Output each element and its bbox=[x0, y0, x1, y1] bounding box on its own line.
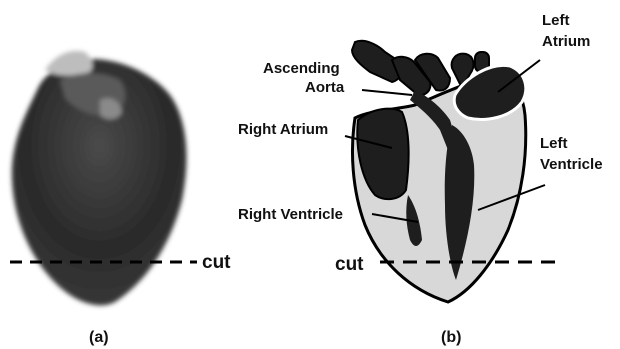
label-left-ventricle-2: Ventricle bbox=[540, 156, 603, 173]
label-right-ventricle: Right Ventricle bbox=[238, 206, 343, 223]
label-ascending-aorta-2: Aorta bbox=[305, 79, 345, 96]
leader-ascending-aorta bbox=[362, 90, 412, 95]
panel-b-caption: (b) bbox=[441, 329, 461, 346]
cut-label-a: cut bbox=[202, 252, 231, 273]
panel-a-caption: (a) bbox=[89, 329, 109, 346]
label-left-ventricle-1: Left bbox=[540, 135, 568, 152]
label-left-atrium-1: Left bbox=[542, 12, 570, 29]
label-left-atrium-2: Atrium bbox=[542, 33, 590, 50]
heart-photo bbox=[12, 51, 187, 306]
label-right-atrium: Right Atrium bbox=[238, 121, 328, 138]
label-ascending-aorta-1: Ascending bbox=[263, 60, 340, 77]
cut-label-b: cut bbox=[335, 254, 364, 275]
panel-a: cut (a) bbox=[10, 51, 231, 346]
panel-b: Ascending Aorta Left Atrium Right Atrium… bbox=[238, 12, 603, 346]
